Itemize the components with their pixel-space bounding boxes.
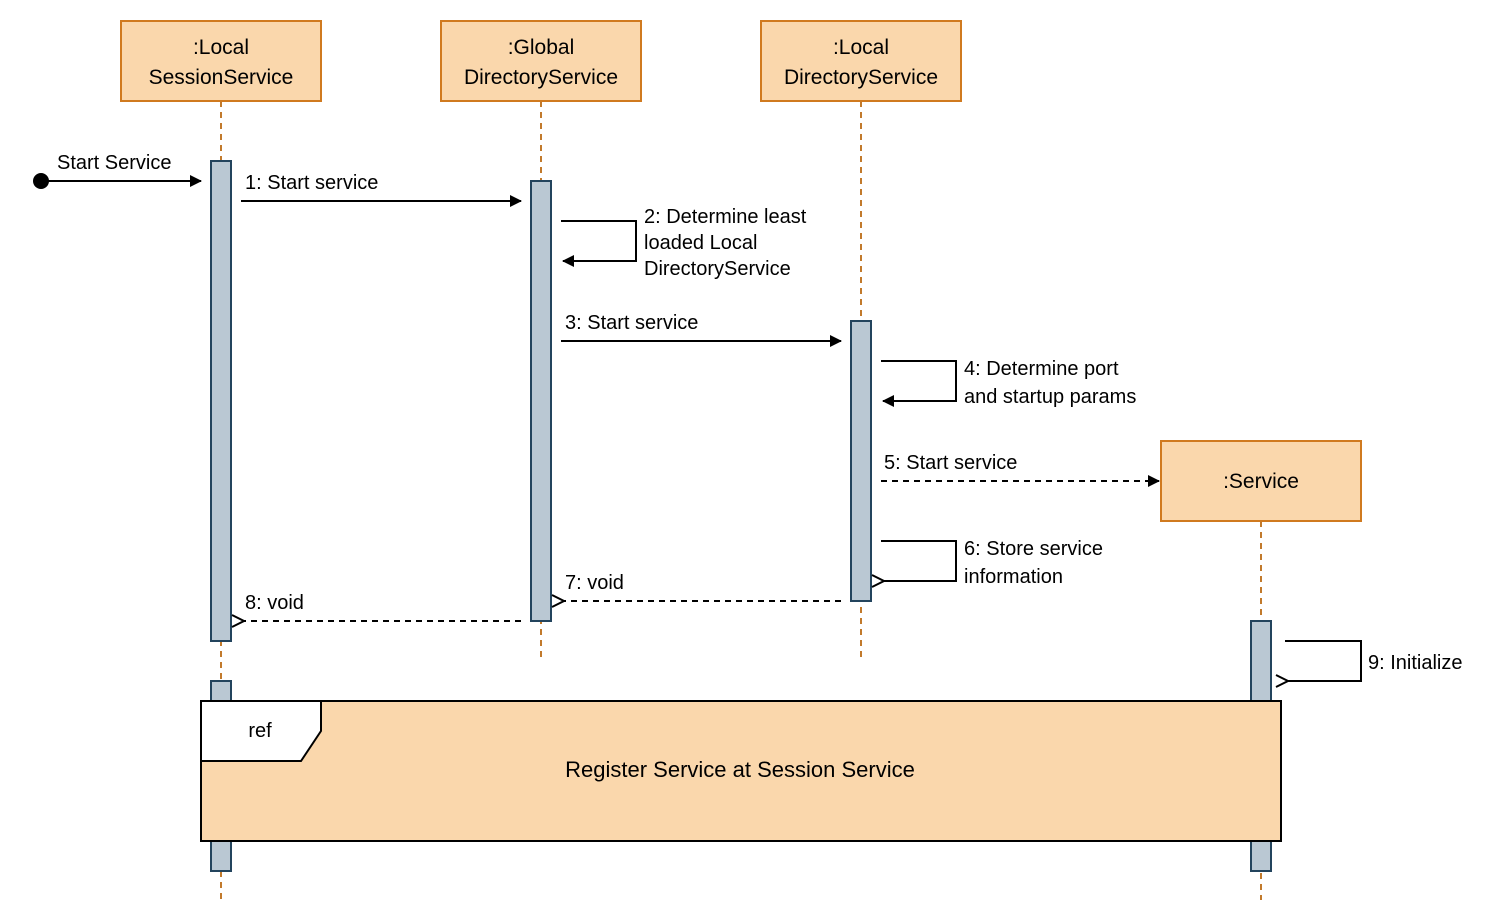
message-label: 1: Start service bbox=[245, 172, 378, 194]
ref-frame-tag bbox=[200, 700, 322, 762]
participant-global-directory-service[interactable]: :Global DirectoryService bbox=[440, 20, 642, 102]
message-7-return[interactable]: 7: void bbox=[564, 572, 841, 601]
message-label: 3: Start service bbox=[565, 312, 698, 334]
participant-label-line1: :Global bbox=[508, 36, 575, 59]
message-label-line2: information bbox=[964, 566, 1063, 588]
ref-frame-label: Register Service at Session Service bbox=[565, 757, 915, 782]
participant-label-line2: DirectoryService bbox=[784, 66, 938, 89]
participant-label: :Service bbox=[1223, 470, 1299, 493]
message-label: Start Service bbox=[57, 152, 171, 174]
activation-global-directory-service bbox=[530, 180, 552, 622]
message-6-self[interactable]: 6: Store service information bbox=[881, 538, 1103, 588]
participant-label-line1: :Local bbox=[833, 36, 889, 59]
message-3[interactable]: 3: Start service bbox=[561, 312, 842, 347]
message-1[interactable]: 1: Start service bbox=[241, 172, 522, 207]
participant-label-line2: DirectoryService bbox=[464, 66, 618, 89]
ref-frame[interactable]: ref Register Service at Session Service bbox=[200, 700, 1282, 842]
message-5[interactable]: 5: Start service bbox=[881, 452, 1160, 487]
message-entry[interactable]: Start Service bbox=[33, 152, 202, 189]
message-label-line2: loaded Local bbox=[644, 232, 757, 254]
message-label: 9: Initialize bbox=[1368, 652, 1463, 674]
message-label: 5: Start service bbox=[884, 452, 1017, 474]
message-9-self[interactable]: 9: Initialize bbox=[1285, 640, 1463, 681]
message-2-self[interactable]: 2: Determine least loaded Local Director… bbox=[561, 206, 807, 280]
message-label: 8: void bbox=[245, 592, 304, 614]
activation-local-directory-service bbox=[850, 320, 872, 602]
message-4-self[interactable]: 4: Determine port and startup params bbox=[881, 358, 1136, 408]
message-label-line3: DirectoryService bbox=[644, 258, 791, 280]
participant-label-line2: SessionService bbox=[149, 66, 294, 89]
message-label: 7: void bbox=[565, 572, 624, 594]
message-label-line2: and startup params bbox=[964, 386, 1136, 408]
participant-label-line1: :Local bbox=[193, 36, 249, 59]
participant-service[interactable]: :Service bbox=[1160, 440, 1362, 522]
activation-session-service bbox=[210, 160, 232, 642]
message-label-line1: 4: Determine port bbox=[964, 358, 1119, 380]
participant-local-directory-service[interactable]: :Local DirectoryService bbox=[760, 20, 962, 102]
message-8-return[interactable]: 8: void bbox=[244, 592, 521, 621]
message-label-line1: 6: Store service bbox=[964, 538, 1103, 560]
message-label-line1: 2: Determine least bbox=[644, 206, 807, 228]
ref-frame-tag-label: ref bbox=[248, 720, 272, 742]
participant-session-service[interactable]: :Local SessionService bbox=[120, 20, 322, 102]
